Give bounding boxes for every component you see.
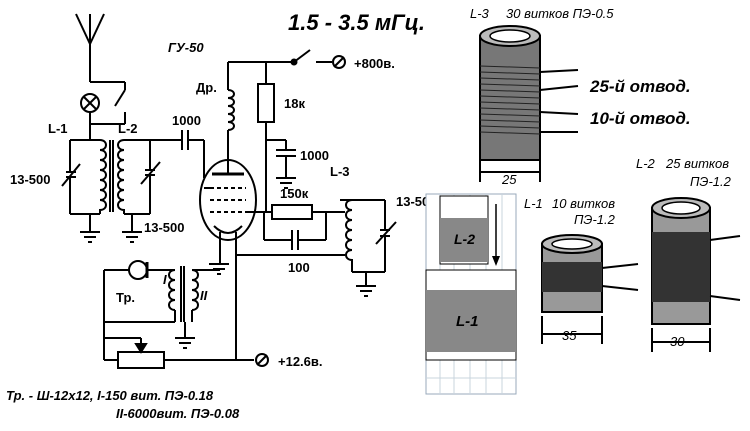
grid-resistor-label: 150к: [280, 186, 309, 201]
transformer-note-line2: II-6000вит. ПЭ-0.08: [116, 406, 240, 421]
coil-l2-dim: 30: [670, 334, 685, 349]
l1-label: L-1: [48, 121, 68, 136]
tube-label: ГУ-50: [168, 40, 204, 55]
var-cap-left-label: 13-500: [10, 172, 50, 187]
l1-tank: [61, 124, 161, 232]
coil-l3-drawing: L-3 30 витков ПЭ-0.5 25-й отвод. 10-й от…: [470, 6, 691, 187]
coil-l1-caption-name: L-1: [524, 196, 543, 211]
frequency-title: 1.5 - 3.5 мГц.: [288, 10, 425, 35]
supply-low-label: +12.6в.: [278, 354, 323, 369]
l3-label: L-3: [330, 164, 350, 179]
bypass-cap-label: 100: [288, 260, 310, 275]
coil-l1-dim: 35: [562, 328, 577, 343]
transformer-note-line1: Тр. - Ш-12х12, I-150 вит. ПЭ-0.18: [6, 388, 214, 403]
coil-l2-caption2: ПЭ-1.2: [690, 174, 732, 189]
winding-ii-label: II: [200, 288, 208, 303]
coil-l3-caption-rest: 30 витков ПЭ-0.5: [506, 6, 614, 21]
l3-tank: [340, 199, 397, 286]
var-cap-mid-label: 13-500: [144, 220, 184, 235]
assembly-outer-label: L-1: [456, 313, 479, 330]
winding-i-label: I: [163, 272, 167, 287]
antenna: [75, 13, 105, 82]
coil-l2-caption-rest: 25 витков: [665, 156, 729, 171]
coil-l3-tap2: 10-й отвод.: [590, 109, 691, 128]
coil-l3-dim: 25: [501, 172, 517, 187]
anode-chain: [227, 49, 346, 213]
anode-cap-label: 1000: [300, 148, 329, 163]
coil-l1-drawing: L-1 10 витков ПЭ-1.2 35: [524, 196, 639, 344]
resistor-18k-label: 18к: [284, 96, 305, 111]
transformer-label: Тр.: [116, 290, 135, 305]
coil-l3-caption-name: L-3: [470, 6, 490, 21]
coil-l3-tap1: 25-й отвод.: [589, 77, 691, 96]
choke-label: Др.: [196, 80, 217, 95]
coil-assembly: L-2 L-1: [425, 193, 517, 395]
tube-gu50: [199, 130, 257, 360]
mic-transformer: [103, 260, 269, 369]
coupling-cap-label: 1000: [172, 113, 201, 128]
coil-l2-drawing: L-2 25 витков ПЭ-1.2 30: [636, 156, 741, 352]
coil-l2-caption-name: L-2: [636, 156, 656, 171]
feedback-network: [236, 204, 340, 256]
coil-l1-caption-rest: 10 витков: [552, 196, 615, 211]
coupling-capacitor: [150, 130, 205, 178]
assembly-inner-label: L-2: [454, 231, 475, 247]
l2-label: L-2: [118, 121, 138, 136]
coil-l1-caption2: ПЭ-1.2: [574, 212, 616, 227]
lamp-switch: [80, 81, 126, 125]
supply-high-label: +800в.: [354, 56, 395, 71]
